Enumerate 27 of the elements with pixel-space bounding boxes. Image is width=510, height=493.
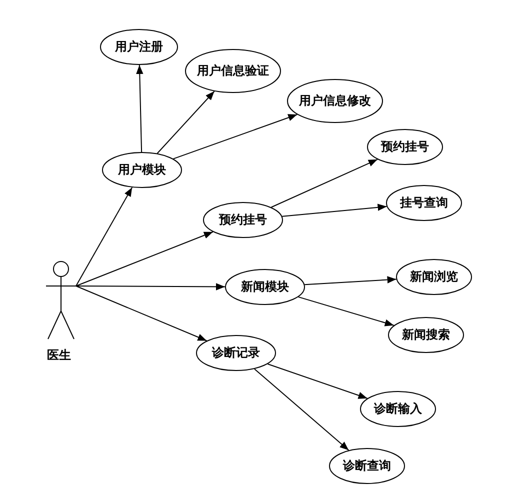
use-case-label: 新闻搜索 <box>401 326 451 344</box>
use-case-label: 用户注册 <box>114 38 164 56</box>
use-case-label: 预约挂号 <box>218 212 268 228</box>
arrow <box>270 158 378 208</box>
arrow <box>156 90 215 154</box>
arrow <box>304 276 397 286</box>
use-case-label: 预约挂号 <box>380 138 430 156</box>
arrow <box>282 204 388 217</box>
use-case-label: 用户信息验证 <box>196 62 270 80</box>
use-case-label: 新闻模块 <box>240 278 290 296</box>
arrow <box>76 286 208 342</box>
use-case-label: 诊断查询 <box>342 458 392 474</box>
use-case-label: 挂号查询 <box>398 194 449 212</box>
actor-label: 医生 <box>47 347 71 364</box>
use-case-label: 用户信息修改 <box>298 92 372 110</box>
use-case-label: 用户模块 <box>117 162 167 178</box>
arrow <box>254 368 350 451</box>
arrow <box>76 186 133 286</box>
use-case-label: 新闻浏览 <box>409 268 459 286</box>
arrow <box>136 64 144 152</box>
arrow <box>172 114 298 160</box>
arrow <box>267 363 368 399</box>
arrow <box>76 231 214 286</box>
use-case-label: 诊断输入 <box>372 400 423 418</box>
arrow <box>298 296 394 326</box>
use-case-label: 诊断记录 <box>210 344 261 362</box>
arrow <box>76 283 226 290</box>
